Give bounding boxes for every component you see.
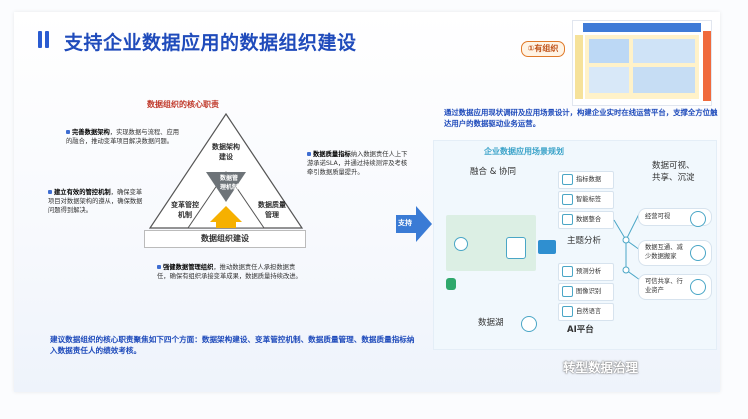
topic-label: 主题分析 (567, 236, 602, 246)
data-icon (454, 237, 468, 251)
pill-metrics: 指标数据 (558, 171, 614, 189)
ai-platform-label: AI平台 (567, 325, 594, 335)
thumbnail-image (572, 20, 712, 106)
support-label: 支持 (398, 219, 412, 227)
pill-prediction: 预测分析 (558, 263, 614, 281)
fusion-label: 融合 & 协同 (470, 167, 517, 177)
note-control: 建立有效的管控机制，确保变革项目对数据架构的遵从，确保数据问题得到解决。 (48, 189, 143, 214)
pill-nlp: 自然语言 (558, 303, 614, 321)
exchange-icon (538, 240, 556, 254)
note-organization: 强健数据管理组织，推动数据责任人承担数据责任，确保有组织承接变革成果，数据质量持… (157, 264, 302, 280)
tri-right-label: 数据质量 管理 (258, 201, 286, 219)
right-summary: 通过数据应用现状调研及应用场景设计，构建企业实时在线运营平台，支撑全方位触达用户… (444, 108, 718, 128)
recommendation-text: 建议数据组织的核心职责聚焦如下四个方面：数据架构建设、变革管控机制、数据质量管理… (50, 335, 415, 355)
page-title: 支持企业数据应用的数据组织建设 (64, 32, 357, 54)
pill-integration: 数据整合 (558, 211, 614, 229)
pill-tags: 智能标签 (558, 191, 614, 209)
wechat-watermark: 转型数据治理 (563, 360, 639, 375)
note-quality: 数据质量指标纳入数据责任人上下游承诺SLA，并通过持续测评及考核牵引数据质量提升… (307, 151, 408, 176)
operation-icon (690, 211, 706, 227)
tri-left-label: 变革管控 机制 (171, 201, 199, 219)
database-icon (446, 278, 456, 290)
data-lake-label: 数据湖 (478, 318, 504, 328)
tri-center-label: 数据管 理机制 (219, 175, 238, 191)
share-icon (690, 279, 706, 295)
note-architecture: 完善数据架构，实现数据与流程、应用的融合，推动变革项目解决数据问题。 (66, 129, 180, 145)
scenario-title: 企业数据应用场景规划 (484, 147, 564, 156)
visual-share-label: 数据可视、 共享、沉淀 (652, 161, 695, 183)
title-bars-icon (38, 31, 52, 52)
connector-lines (613, 211, 641, 281)
interop-icon (690, 245, 706, 261)
status-badge: ①有组织 (521, 41, 565, 57)
core-duties-heading: 数据组织的核心职责 (147, 100, 219, 109)
responsibility-triangle (148, 112, 304, 229)
tri-top-label: 数据架构 建设 (212, 143, 240, 161)
data-lake-icon (521, 316, 537, 332)
support-arrow-icon (396, 206, 432, 242)
cloud-icon (506, 237, 526, 259)
pill-image: 图像识别 (558, 283, 614, 301)
org-build-bar: 数据组织建设 (144, 230, 306, 248)
